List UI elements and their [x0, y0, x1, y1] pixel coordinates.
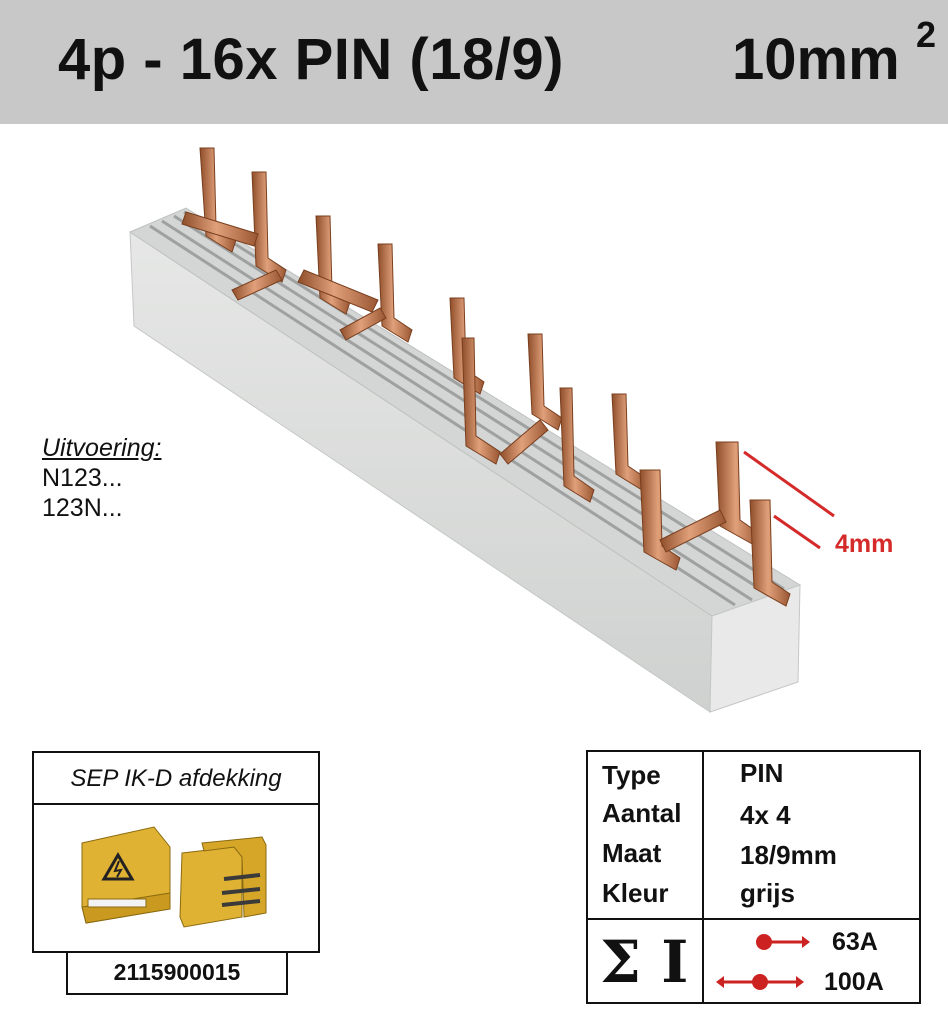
cover-article-code: 2115900015: [66, 951, 288, 995]
cover-title: SEP IK-D afdekking: [34, 753, 318, 805]
cross-section-value: 10mm: [732, 27, 900, 92]
spec-value-color: grijs: [740, 878, 795, 908]
spec-label-size: Maat: [602, 838, 662, 868]
variant-item: 123N...: [42, 494, 123, 522]
dimension-label: 4mm: [835, 530, 894, 558]
spec-label-type: Type: [602, 760, 661, 790]
variants-heading: Uitvoering:: [42, 434, 162, 462]
current-one-side: 63A: [832, 928, 878, 956]
spec-label-color: Kleur: [602, 878, 669, 908]
variant-item: N123...: [42, 464, 123, 492]
product-title: 4p - 16x PIN (18/9): [58, 27, 564, 92]
current-sum-symbol: Σ I: [600, 928, 689, 996]
cross-section: 10mm 2: [732, 14, 936, 93]
header-banner: 4p - 16x PIN (18/9) 10mm 2: [0, 0, 948, 124]
cover-image: [81, 826, 267, 928]
spec-table: Type PIN Aantal 4x 4 Maat 18/9mm Kleur g…: [586, 750, 921, 1004]
warning-icon: [101, 852, 135, 881]
dimension-lines: [743, 450, 835, 550]
current-two-side: 100A: [824, 968, 884, 996]
variants-block: Uitvoering: N123... 123N...: [42, 433, 162, 523]
spec-value-count: 4x 4: [740, 800, 791, 830]
spec-value-type: PIN: [740, 758, 784, 788]
cross-section-exponent: 2: [916, 14, 937, 55]
one-side-feed-arrow-icon: [756, 934, 810, 950]
busbar-image: [128, 147, 835, 713]
spec-value-size: 18/9mm: [740, 840, 837, 870]
cover-accessory-box: SEP IK-D afdekking: [32, 751, 320, 953]
two-side-feed-arrow-icon: [716, 974, 804, 990]
spec-label-count: Aantal: [602, 798, 682, 828]
